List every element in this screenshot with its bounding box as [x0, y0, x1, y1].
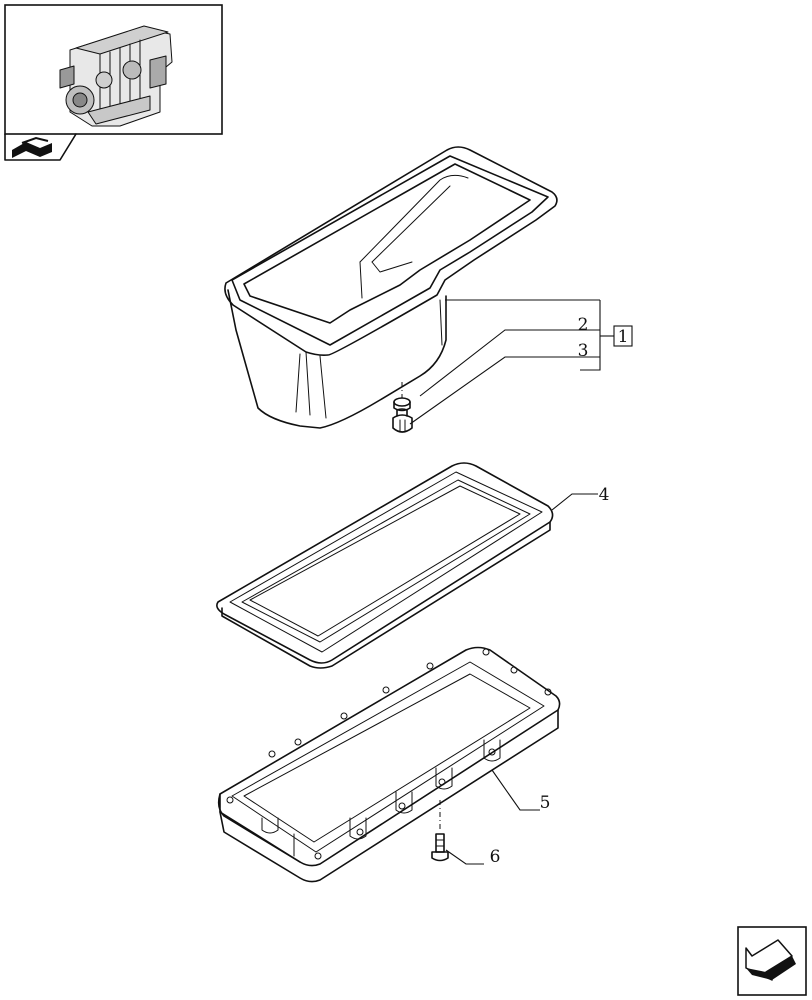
callout-4: 4 — [599, 485, 610, 505]
next-page-arrow-icon[interactable] — [737, 926, 807, 996]
sealing-washer — [393, 382, 411, 412]
callout-3: 3 — [578, 341, 589, 361]
engine-thumbnail-icon[interactable] — [4, 4, 223, 135]
callout-6: 6 — [490, 847, 501, 867]
sump-frame — [217, 646, 561, 883]
callout-2: 2 — [578, 315, 589, 335]
oil-sump — [224, 146, 558, 429]
callout-5: 5 — [540, 793, 551, 813]
book-page-icon[interactable] — [4, 133, 77, 161]
drain-plug — [392, 408, 413, 433]
callout-1: 1 — [618, 327, 629, 347]
sump-gasket — [216, 462, 554, 669]
bolt — [431, 800, 449, 862]
